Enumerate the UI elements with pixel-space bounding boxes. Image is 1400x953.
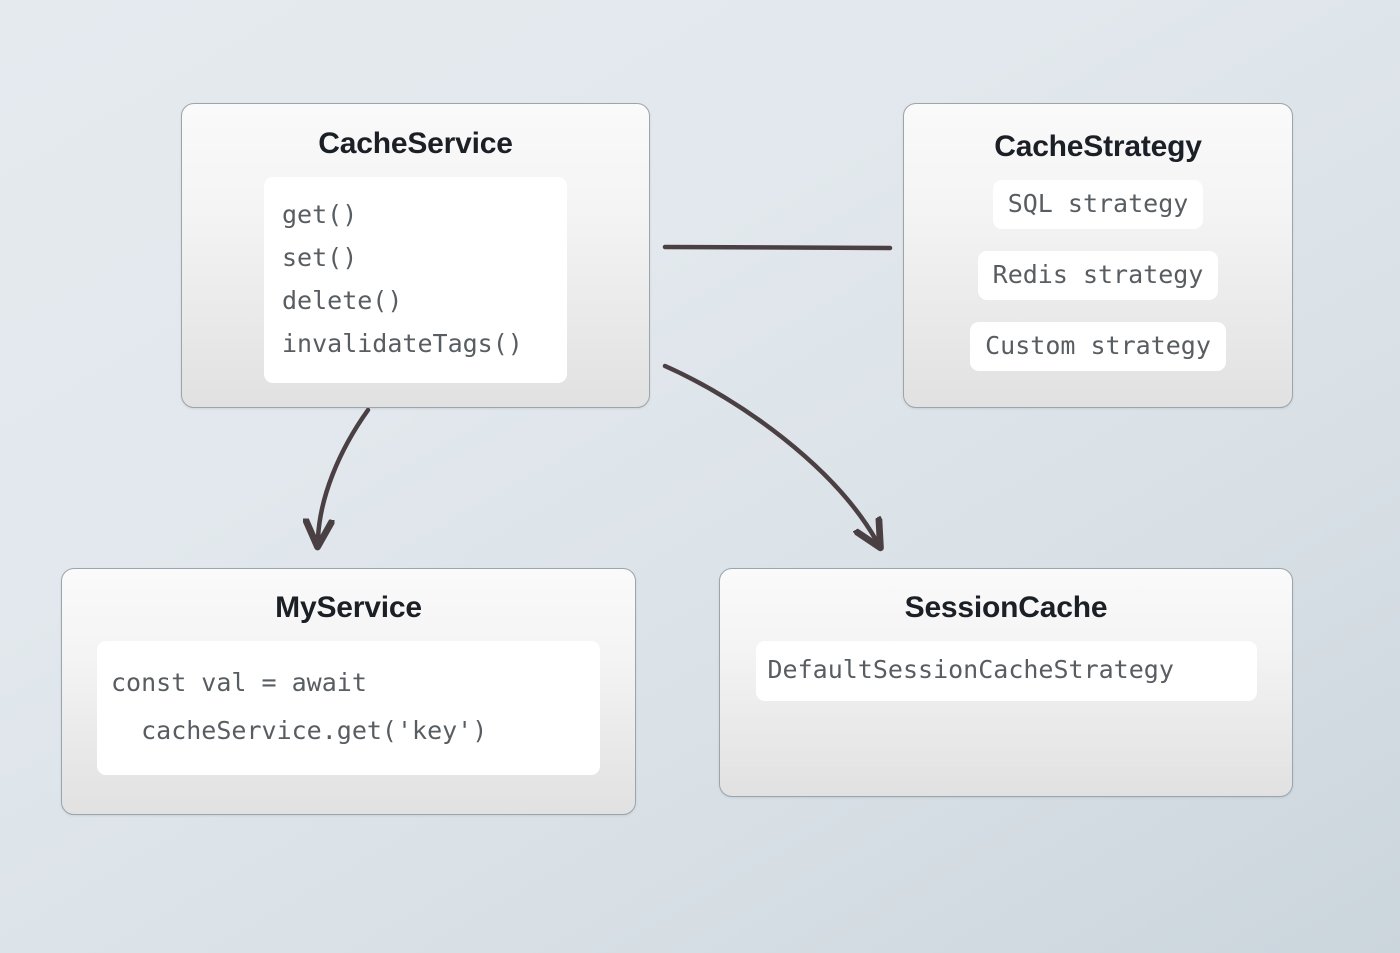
my-service-code-line: const val = await — [111, 668, 367, 697]
connector-cache-service-to-session-cache — [662, 363, 876, 540]
cache-strategy-option-list: SQL strategy Redis strategy Custom strat… — [970, 180, 1226, 371]
cache-service-method: invalidateTags() — [282, 329, 523, 358]
cache-service-method: set() — [282, 243, 358, 272]
node-cache-service[interactable]: CacheService get() set() delete() invali… — [181, 103, 650, 408]
cache-service-method-list: get() set() delete() invalidateTags() — [264, 177, 567, 383]
session-cache-strategy-value: DefaultSessionCacheStrategy — [767, 655, 1174, 684]
cache-strategy-option: Custom strategy — [970, 322, 1226, 371]
node-cache-strategy[interactable]: CacheStrategy SQL strategy Redis strateg… — [903, 103, 1293, 408]
session-cache-strategy-label: DefaultSessionCacheStrategy — [755, 641, 1257, 701]
node-session-cache[interactable]: SessionCache DefaultSessionCacheStrategy — [719, 568, 1293, 797]
cache-service-method: get() — [282, 200, 358, 229]
node-cache-strategy-title: CacheStrategy — [994, 130, 1202, 163]
my-service-code-line: cacheService.get('key') — [111, 716, 488, 745]
my-service-code-snippet: const val = await cacheService.get('key'… — [97, 641, 600, 775]
node-session-cache-title: SessionCache — [904, 591, 1108, 624]
node-my-service-title: MyService — [275, 591, 422, 624]
connector-cache-service-to-cache-strategy — [662, 244, 893, 251]
node-cache-service-title: CacheService — [318, 127, 513, 160]
node-my-service[interactable]: MyService const val = await cacheService… — [61, 568, 636, 815]
connector-cache-service-to-my-service — [318, 407, 371, 538]
cache-service-method: delete() — [282, 286, 403, 315]
cache-strategy-option: Redis strategy — [977, 251, 1219, 300]
cache-strategy-option: SQL strategy — [992, 180, 1204, 229]
